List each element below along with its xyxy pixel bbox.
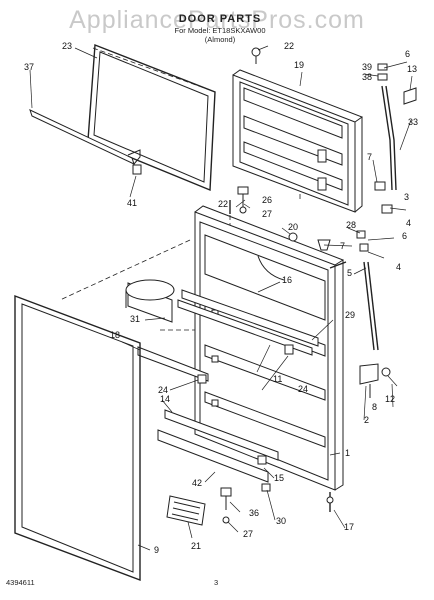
butter-door-part [125, 279, 175, 323]
callout-22-mid: 22 [218, 199, 228, 209]
callout-11: 11 [273, 374, 282, 384]
callout-19: 19 [294, 60, 304, 70]
callout-24-left: 24 [158, 385, 168, 395]
callout-5: 5 [347, 268, 352, 278]
callout-41: 41 [127, 198, 137, 208]
color-note: (Almond) [204, 35, 236, 44]
callout-21: 21 [191, 541, 201, 551]
callout-27-bottom: 27 [243, 529, 253, 539]
callout-8: 8 [372, 402, 377, 412]
door-panel-edge [329, 261, 347, 269]
callout-37: 37 [24, 62, 34, 72]
trim-18-part [137, 346, 209, 382]
callout-labels: 23 37 41 22 19 6 39 38 13 33 7 3 4 22 26… [24, 41, 418, 555]
freezer-door-part [232, 69, 364, 213]
callout-38: 38 [362, 72, 372, 82]
callout-28: 28 [346, 220, 356, 230]
callout-18: 18 [110, 330, 120, 340]
model-subtitle: For Model: ET18SKXAW00 [174, 26, 266, 35]
toe-grille-part [166, 495, 206, 526]
screw-17-part [326, 492, 334, 512]
callout-4-mid: 4 [396, 262, 401, 272]
callout-6-mid: 6 [402, 231, 407, 241]
callout-30: 30 [276, 516, 286, 526]
callout-2: 2 [364, 415, 369, 425]
callout-16: 16 [282, 275, 292, 285]
callout-12: 12 [385, 394, 395, 404]
callout-9: 9 [154, 545, 159, 555]
callout-20: 20 [288, 222, 298, 232]
page-number: 3 [214, 578, 219, 587]
freezer-gasket-part [87, 44, 216, 192]
callout-leader-lines [29, 45, 413, 551]
callout-23: 23 [62, 41, 72, 51]
callout-15: 15 [274, 473, 284, 483]
center-hinge-part [288, 230, 379, 351]
watermark: AppliancePartsPros.com [69, 6, 365, 34]
callout-7-top: 7 [367, 152, 372, 162]
callout-14: 14 [160, 394, 170, 404]
callout-27-mid: 27 [262, 209, 272, 219]
callout-42: 42 [192, 478, 202, 488]
callout-17: 17 [344, 522, 354, 532]
callout-3: 3 [404, 192, 409, 202]
bottom-trim-part [157, 409, 279, 492]
callout-13: 13 [407, 64, 417, 74]
callout-36: 36 [249, 508, 259, 518]
fresh-food-door-part [194, 205, 345, 491]
shelf-bar-part [177, 289, 319, 356]
callout-31: 31 [130, 314, 140, 324]
callout-33: 33 [408, 117, 418, 127]
fresh-food-gasket-part [14, 294, 141, 582]
diagram-title: DOOR PARTS [178, 13, 262, 25]
callout-29: 29 [345, 310, 355, 320]
screw-22-part [251, 47, 261, 64]
doc-number: 4394611 [6, 578, 35, 587]
callout-24-right: 24 [298, 384, 308, 394]
hinge-cam-part [237, 186, 249, 214]
callout-6-top: 6 [405, 49, 410, 59]
callout-4-top: 4 [406, 218, 411, 228]
freezer-strip-part [29, 109, 141, 165]
callout-22-top: 22 [284, 41, 294, 51]
callout-7-mid: 7 [340, 241, 345, 251]
lower-hinge-part [359, 363, 391, 398]
clip-24b-part [284, 344, 294, 355]
callout-1: 1 [345, 448, 350, 458]
callout-26: 26 [262, 195, 272, 205]
clip-24-part [197, 374, 207, 384]
top-hinge-part [374, 63, 417, 214]
hinge-bottom-part [220, 487, 232, 524]
callout-39: 39 [362, 62, 372, 72]
clip-41-part [132, 164, 142, 175]
